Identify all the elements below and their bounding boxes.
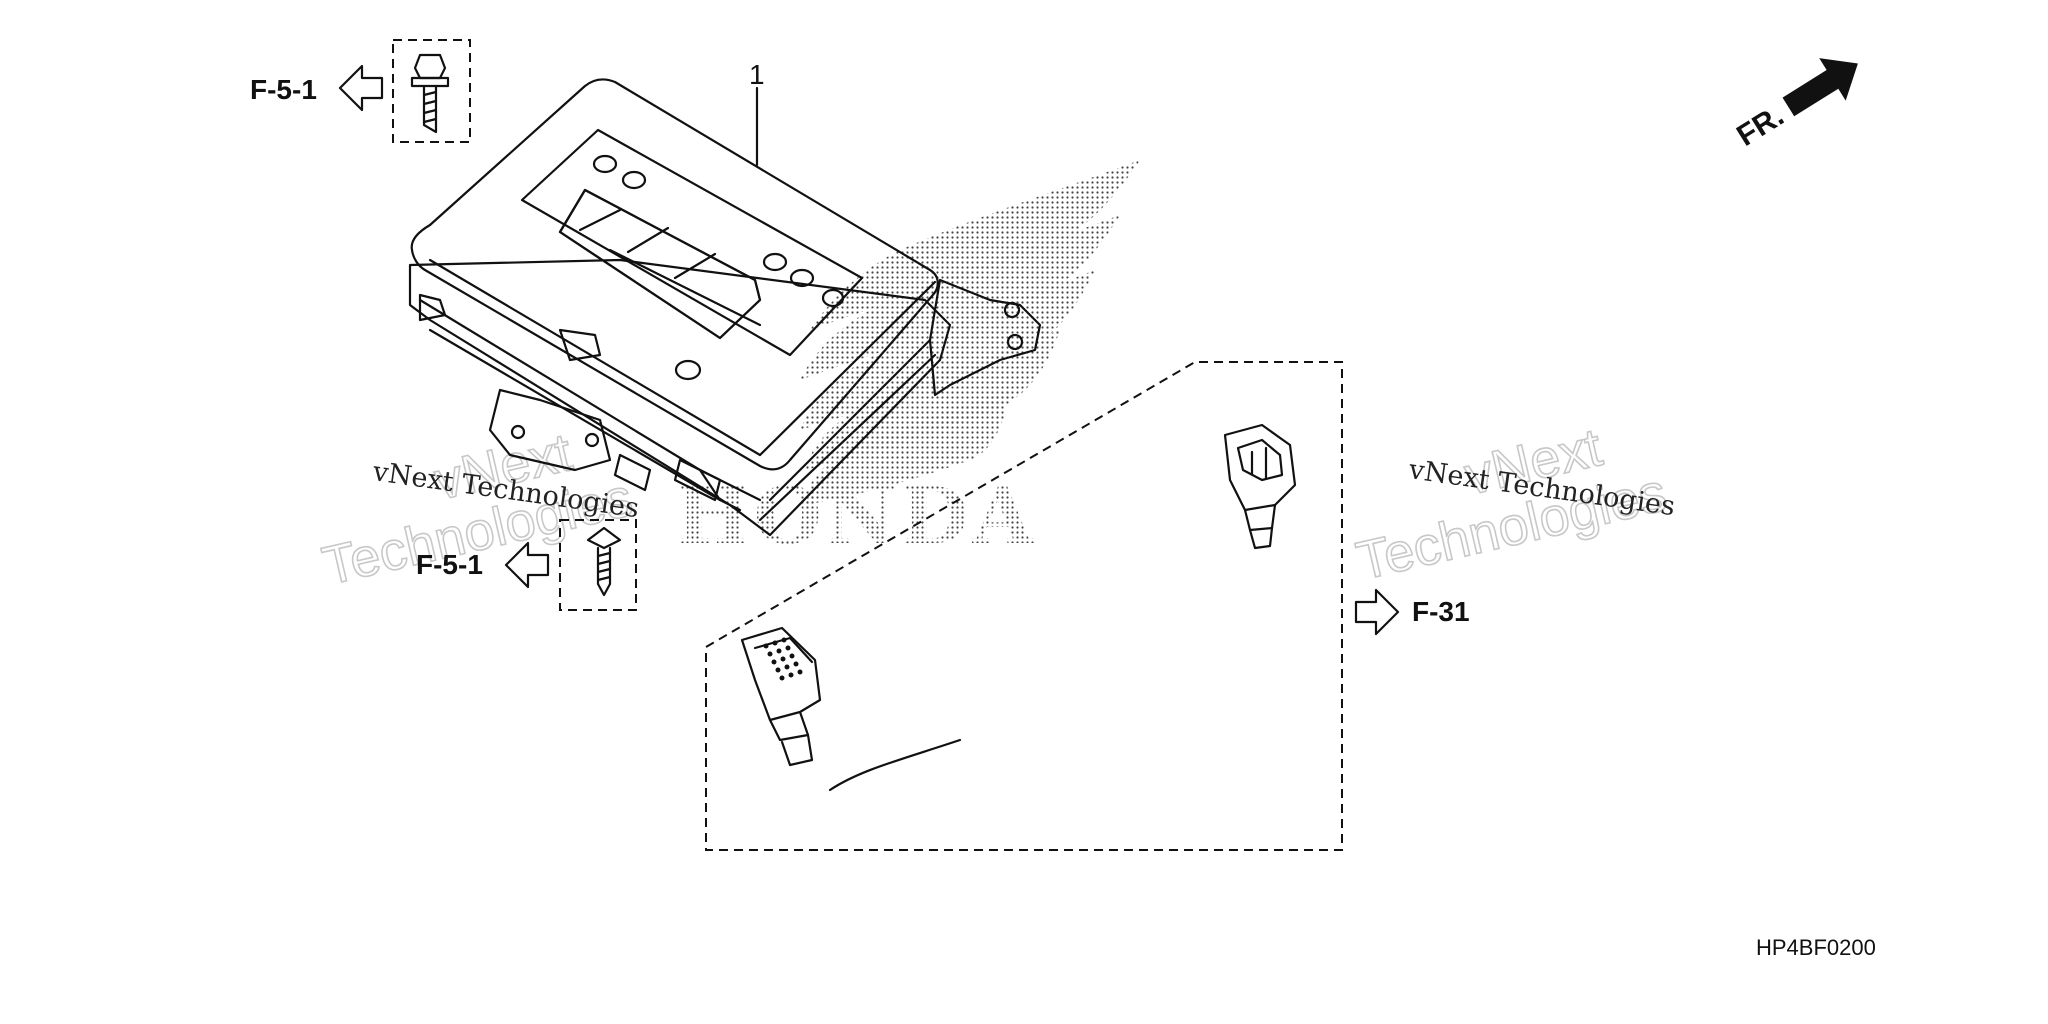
front-indicator-label: FR.	[1731, 99, 1789, 153]
reference-middle-left: F-5-1	[416, 541, 550, 589]
front-arrow-icon	[1782, 58, 1858, 117]
honda-wing-logo: HONDA	[676, 160, 1140, 562]
reference-label-top-left: F-5-1	[250, 74, 317, 105]
diagram-code: HP4BF0200	[1756, 935, 1876, 960]
arrow-left-icon	[504, 541, 550, 589]
reference-top-left: F-5-1	[250, 64, 384, 112]
screw-middle	[559, 519, 637, 611]
reference-label-right: F-31	[1412, 596, 1470, 627]
honda-logo-text: HONDA	[676, 471, 1037, 562]
harness-dashed-box	[705, 361, 1343, 851]
part-number-callout: 1	[749, 59, 765, 90]
reference-label-middle-left: F-5-1	[416, 549, 483, 580]
arrow-left-icon	[338, 64, 384, 112]
arrow-right-icon	[1354, 588, 1400, 636]
watermark-right: vNext Technologies vNext Technologies	[1350, 416, 1677, 592]
meter-assembly: 1	[408, 59, 1042, 537]
wire-harness	[740, 423, 1297, 832]
bolt-top	[392, 39, 471, 143]
front-indicator: FR.	[1731, 58, 1858, 153]
reference-right: F-31	[1354, 588, 1470, 636]
